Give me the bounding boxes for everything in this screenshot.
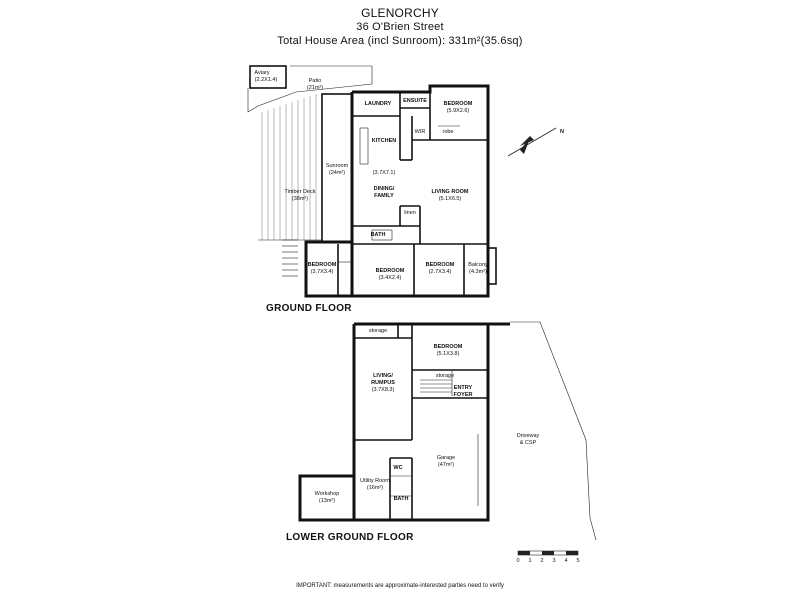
patio-size: (21m²) bbox=[307, 85, 323, 91]
scale-tick-0: 0 bbox=[516, 558, 519, 564]
kitchen-label: KITCHEN bbox=[372, 138, 396, 144]
main-bedroom-size: (5.9X2.6) bbox=[447, 108, 470, 114]
utility-room-size: (16m²) bbox=[367, 485, 383, 491]
living-room-size: (5.1X6.5) bbox=[439, 196, 462, 202]
rumpus-label: LIVING/ bbox=[373, 373, 393, 379]
kitchen-size: (3.7X7.1) bbox=[373, 170, 396, 176]
plan-address: 36 O'Brien Street bbox=[356, 21, 444, 33]
disclaimer-note: IMPORTANT: measurements are approximate-… bbox=[296, 583, 504, 589]
storage-1-label: storage bbox=[369, 328, 387, 334]
balcony-label: Balcony bbox=[468, 262, 488, 268]
scale-tick-2: 2 bbox=[540, 558, 543, 564]
ground-bath-label: BATH bbox=[371, 232, 386, 238]
workshop-size: (13m²) bbox=[319, 498, 335, 504]
sunroom-label: Sunroom bbox=[326, 163, 349, 169]
ground-floor-interior-walls bbox=[337, 86, 497, 296]
storage-2-label: storage bbox=[436, 373, 454, 379]
patio-label: Patio bbox=[309, 78, 322, 84]
scale-bar: 0 1 2 3 4 5 bbox=[516, 550, 580, 564]
bedroom-3-size: (2.7X3.4) bbox=[429, 269, 452, 275]
scale-tick-4: 4 bbox=[564, 558, 567, 564]
ground-floor-plan: Aviary (2.2X1.4) Patio (21m²) LAUNDRY EN… bbox=[247, 65, 497, 314]
ensuite-label: ENSUITE bbox=[403, 98, 427, 104]
timber-deck-label: Timber Deck bbox=[285, 189, 316, 195]
patio-outline bbox=[247, 66, 373, 113]
entry-label-2: FOYER bbox=[454, 392, 473, 398]
timber-deck-boards bbox=[258, 94, 323, 241]
lower-floor-title: LOWER GROUND FLOOR bbox=[286, 532, 414, 543]
robe-label: robe bbox=[442, 129, 453, 135]
deck-stairs bbox=[282, 239, 298, 277]
aviary-label: Aviary bbox=[254, 70, 269, 76]
rumpus-size: (3.7X8.3) bbox=[372, 387, 395, 393]
wc-label: WC bbox=[393, 465, 402, 471]
rumpus-label-2: RUMPUS bbox=[371, 380, 395, 386]
bedroom-1-size: (3.7X3.4) bbox=[311, 269, 334, 275]
bedroom-2-label: BEDROOM bbox=[376, 268, 405, 274]
lower-bath-label: BATH bbox=[394, 496, 409, 502]
workshop-label: Workshop bbox=[315, 491, 340, 497]
aviary-outline bbox=[249, 65, 287, 89]
bedroom-1-label: BEDROOM bbox=[308, 262, 337, 268]
driveway-outline bbox=[510, 321, 597, 541]
kitchen-bench bbox=[359, 127, 369, 165]
lower-ground-floor-plan: storage BEDROOM (5.1X3.8) LIVING/ RUMPUS… bbox=[286, 321, 597, 543]
lower-bedroom-label: BEDROOM bbox=[434, 344, 463, 350]
entry-label: ENTRY bbox=[454, 385, 473, 391]
scale-tick-1: 1 bbox=[528, 558, 531, 564]
lower-floor-stairs bbox=[420, 383, 452, 393]
laundry-label: LAUNDRY bbox=[365, 101, 392, 107]
garage-label: Garage bbox=[437, 455, 455, 461]
garage-size: (47m²) bbox=[438, 462, 454, 468]
main-bedroom-label: BEDROOM bbox=[444, 101, 473, 107]
plan-total-area: Total House Area (incl Sunroom): 331m²(3… bbox=[277, 35, 523, 47]
living-room-label: LIVING ROOM bbox=[432, 189, 469, 195]
lower-floor-interior-walls bbox=[354, 324, 488, 522]
lower-bedroom-size: (5.1X3.8) bbox=[437, 351, 460, 357]
compass-icon: N bbox=[507, 127, 564, 157]
balcony-size: (4.3m²) bbox=[469, 269, 487, 275]
bedroom-2-size: (3.4X2.4) bbox=[379, 275, 402, 281]
balcony-outline bbox=[487, 247, 497, 285]
driveway-label-2: & CSP bbox=[520, 440, 537, 446]
aviary-size: (2.2X1.4) bbox=[255, 77, 278, 83]
dining-label-2: FAMILY bbox=[374, 193, 394, 199]
bath-tub bbox=[371, 229, 393, 241]
scale-tick-3: 3 bbox=[552, 558, 555, 564]
timber-deck-size: (38m²) bbox=[292, 196, 308, 202]
compass-north-label: N bbox=[560, 129, 564, 135]
scale-tick-5: 5 bbox=[576, 558, 579, 564]
ground-floor-title: GROUND FLOOR bbox=[266, 303, 352, 314]
dining-label: DINING/ bbox=[374, 186, 395, 192]
utility-room-label: Utility Room bbox=[360, 478, 390, 484]
sunroom-size: (24m²) bbox=[329, 170, 345, 176]
plan-title: GLENORCHY bbox=[361, 6, 439, 20]
wir-label: WIR bbox=[415, 129, 426, 135]
bedroom-3-label: BEDROOM bbox=[426, 262, 455, 268]
driveway-label: Driveway bbox=[517, 433, 540, 439]
linen-label: linen bbox=[404, 210, 416, 216]
